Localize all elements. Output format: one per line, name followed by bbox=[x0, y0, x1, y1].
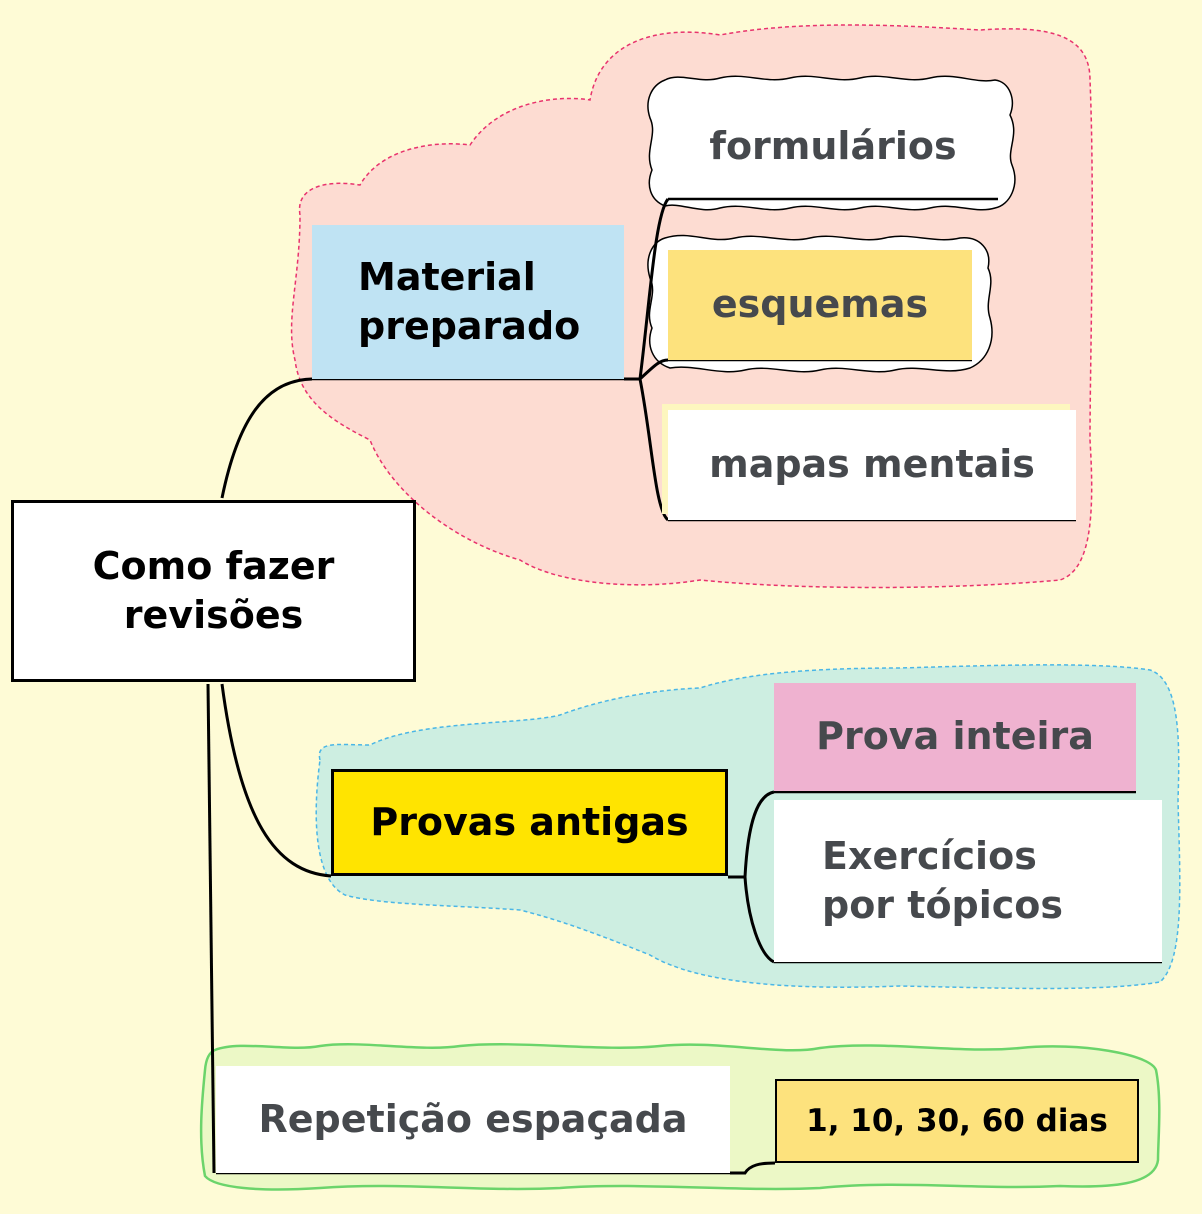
leaf-prova-inteira[interactable]: Prova inteira bbox=[774, 683, 1136, 791]
leaf-esquemas[interactable]: esquemas bbox=[668, 250, 972, 360]
root-node[interactable]: Como fazer revisões bbox=[11, 500, 416, 682]
connector-repeticao-child bbox=[730, 1161, 776, 1175]
connectors bbox=[206, 198, 776, 1175]
branch-label: Repetição espaçada bbox=[258, 1096, 688, 1141]
leaf-label: formulários bbox=[709, 124, 957, 169]
connector-root-material bbox=[220, 377, 313, 499]
connector-root-repeticao bbox=[206, 683, 216, 1174]
root-label: Como fazer revisões bbox=[92, 543, 335, 637]
formularios-cloud bbox=[647, 75, 1016, 211]
leaf-exercicios-por-topicos[interactable]: Exercícios por tópicos bbox=[774, 800, 1162, 962]
node-underlines bbox=[216, 197, 1162, 1175]
leaf-formularios[interactable]: formulários bbox=[668, 95, 998, 199]
leaf-label: 1, 10, 30, 60 dias bbox=[806, 1102, 1108, 1139]
connector-root-provas bbox=[220, 683, 332, 878]
leaf-mapas-mentais[interactable]: mapas mentais bbox=[668, 410, 1076, 520]
connector-provas-children bbox=[728, 790, 775, 964]
branch-label: Material preparado bbox=[358, 254, 581, 348]
branch-provas-antigas[interactable]: Provas antigas bbox=[331, 769, 728, 876]
leaf-label: Exercícios por tópicos bbox=[822, 833, 1064, 927]
branch-label: Provas antigas bbox=[370, 799, 689, 844]
leaf-label: Prova inteira bbox=[816, 714, 1094, 759]
branch-material-preparado[interactable]: Material preparado bbox=[312, 225, 624, 379]
connector-material-children bbox=[624, 198, 670, 522]
leaf-intervalos-dias[interactable]: 1, 10, 30, 60 dias bbox=[775, 1079, 1139, 1163]
branch-repeticao-espacada[interactable]: Repetição espaçada bbox=[216, 1066, 730, 1173]
leaf-label: esquemas bbox=[711, 282, 929, 327]
leaf-label: mapas mentais bbox=[709, 442, 1035, 487]
